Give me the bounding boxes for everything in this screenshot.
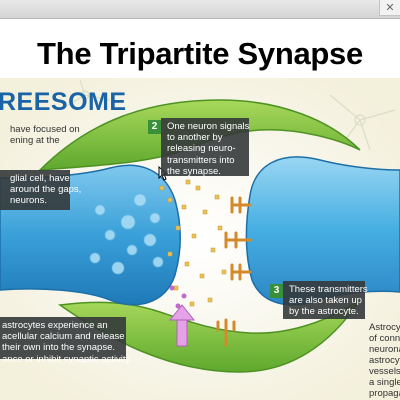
window-top-bar — [0, 0, 400, 19]
callout-line: transmitters into — [167, 154, 235, 166]
receptor-icon — [216, 196, 252, 347]
callout-line: to another by — [167, 132, 223, 144]
step-2-callout: One neuron signals to another by releasi… — [161, 118, 250, 177]
callout-line: astrocytes experience an — [2, 320, 108, 331]
astrocyte-calcium-callout: astrocytes experience an acellular calci… — [0, 317, 132, 365]
callout-line: are also taken up — [289, 295, 362, 307]
callout-line: ance or inhibit synaptic activity. — [2, 353, 133, 365]
callout-line: glial cell, have — [10, 173, 70, 184]
callout-line: neurons. — [10, 195, 47, 207]
close-icon[interactable]: ✕ — [379, 0, 400, 16]
right-text-line: of conne — [369, 333, 400, 344]
right-text-line: a single — [369, 377, 400, 388]
vesicles — [89, 193, 164, 275]
intro-text-line: ening at the — [10, 135, 60, 146]
right-text-line: propaga — [369, 388, 400, 399]
callout-line: around the gaps, — [10, 184, 82, 196]
calcium-arrow-icon — [168, 304, 196, 347]
callout-line: the synapse. — [167, 165, 221, 177]
callout-line: One neuron signals — [167, 121, 250, 132]
step-3-badge: 3 — [270, 284, 283, 298]
calcium-ions — [169, 285, 187, 309]
right-text-line: vessels. — [369, 366, 400, 377]
callout-line: acellular calcium and release — [2, 331, 125, 343]
callout-line: by the astrocyte. — [289, 306, 359, 318]
neurotransmitters — [159, 179, 227, 307]
callout-line: releasing neuro- — [167, 143, 236, 155]
step-3-callout: These transmitters are also taken up by … — [283, 281, 368, 319]
step-2-badge: 2 — [148, 120, 161, 134]
right-text-line: astrocyt — [369, 355, 400, 366]
glial-cell-callout: glial cell, have around the gaps, neuron… — [0, 170, 82, 210]
section-heading-fragment: REESOME — [0, 88, 127, 116]
right-text-line: Astrocyt — [369, 322, 400, 333]
page-title: The Tripartite Synapse — [37, 36, 363, 71]
callout-line: their own into the synapse. — [2, 342, 116, 354]
callout-line: These transmitters — [289, 284, 368, 295]
intro-text-line: have focused on — [10, 124, 80, 135]
